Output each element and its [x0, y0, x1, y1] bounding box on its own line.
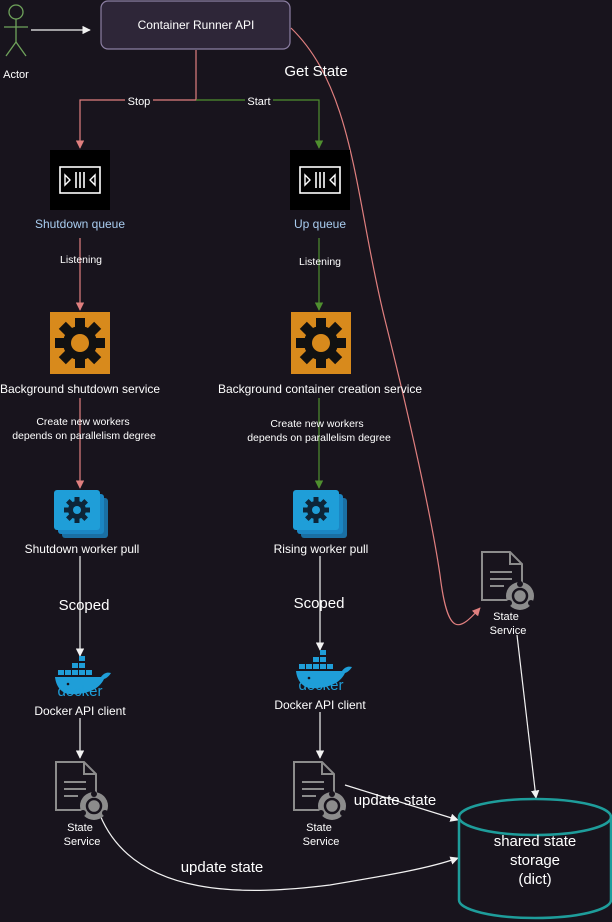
state-service-left-line1: State: [67, 822, 93, 834]
update-state-right-label: update state: [354, 792, 437, 809]
right-update-state-edge: [344, 784, 459, 822]
docker-api-client-label-left: Docker API client: [34, 704, 126, 718]
top-state-storage-edge: [516, 634, 540, 799]
rising-worker-pool-label: Rising worker pull: [274, 542, 369, 556]
docker-logo-text-left: docker: [57, 683, 102, 700]
state-service-icon-left[interactable]: [54, 760, 110, 822]
shutdown-worker-pool-label: Shutdown worker pull: [25, 542, 140, 556]
state-service-icon-right[interactable]: [292, 760, 348, 822]
actor-label: Actor: [3, 69, 29, 81]
storage-label-line1: shared state: [494, 833, 577, 850]
container-runner-api-box[interactable]: [100, 0, 291, 50]
start-edge: [196, 99, 324, 149]
shutdown-queue-label: Shutdown queue: [35, 217, 125, 231]
listening-left-label: Listening: [60, 254, 102, 266]
up-queue-icon[interactable]: [289, 149, 351, 211]
create-workers-left-line1: Create new workers: [36, 416, 129, 428]
creation-service-label: Background container creation service: [218, 382, 422, 396]
shutdown-service-label: Background shutdown service: [0, 382, 160, 396]
stop-label: Stop: [128, 96, 151, 108]
get-state-edge: [290, 27, 481, 626]
create-workers-right-line1: Create new workers: [270, 418, 363, 430]
state-service-left-line2: Service: [64, 836, 101, 848]
start-label-bg: [245, 94, 273, 107]
create-workers-left-line2: depends on parallelism degree: [12, 430, 156, 442]
create-workers-right-line2: depends on parallelism degree: [247, 432, 391, 444]
shutdown-service-gear-icon[interactable]: [50, 312, 110, 374]
up-queue-label: Up queue: [294, 217, 346, 231]
scoped-left-label: Scoped: [59, 597, 110, 614]
container-runner-api-label: Container Runner API: [138, 18, 255, 32]
get-state-label: Get State: [284, 63, 347, 80]
storage-label-line3: (dict): [518, 871, 551, 888]
shutdown-queue-icon[interactable]: [49, 149, 111, 211]
left-update-state-edge: [99, 814, 459, 891]
state-service-right-line1: State: [306, 822, 332, 834]
storage-label-line2: storage: [510, 852, 560, 869]
state-service-right-line2: Service: [303, 836, 340, 848]
update-state-bottom-label: update state: [181, 859, 264, 876]
shutdown-worker-pool-icon[interactable]: [54, 490, 108, 538]
state-service-top-line1: State: [493, 611, 519, 623]
actor-figure: [4, 4, 28, 57]
shared-state-storage[interactable]: [457, 797, 612, 920]
scoped-right-label: Scoped: [294, 595, 345, 612]
start-label: Start: [247, 96, 270, 108]
rising-worker-pool-icon[interactable]: [293, 490, 347, 538]
state-service-icon-top[interactable]: [480, 550, 536, 612]
docker-api-client-label-right: Docker API client: [274, 698, 366, 712]
docker-logo-text-right: docker: [298, 677, 343, 694]
listening-right-label: Listening: [299, 256, 341, 268]
creation-service-gear-icon[interactable]: [291, 312, 351, 374]
state-service-top-line2: Service: [490, 625, 527, 637]
stop-label-bg: [125, 94, 153, 107]
